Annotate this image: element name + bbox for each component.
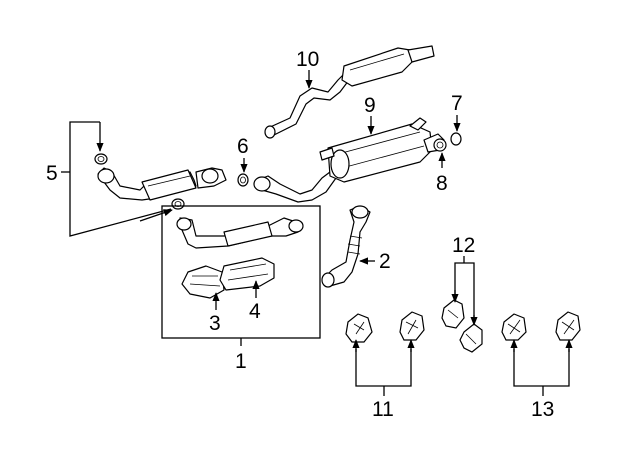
callout-9: 9: [364, 94, 376, 117]
part-1-pipe: [176, 217, 304, 249]
part-3-converter: [181, 265, 225, 299]
callout-3: 3: [209, 312, 221, 335]
part-10-tail-pipe: [264, 45, 435, 139]
callout-13: 13: [531, 398, 554, 421]
callout-1: 1: [235, 350, 247, 373]
part-8-clamp: [433, 138, 447, 152]
callout-8: 8: [436, 172, 448, 195]
callout-7: 7: [451, 92, 463, 115]
callout-6: 6: [237, 135, 249, 158]
callout-2: 2: [379, 250, 391, 273]
part-13-hangers: [501, 311, 581, 341]
part-6-gasket: [237, 173, 249, 187]
part-7-gasket: [450, 132, 462, 146]
callout-5: 5: [46, 162, 58, 185]
part-4-converter: [219, 257, 275, 291]
callout-11: 11: [372, 398, 394, 421]
callout-12: 12: [452, 234, 475, 257]
callout-10: 10: [296, 48, 319, 71]
part-2-flex-pipe: [321, 205, 371, 288]
callout-labels: 10 9 7 8 6 5 2 3 4 1 11 12 13: [46, 48, 554, 421]
leader-lines: [61, 70, 573, 396]
part-12-hangers: [441, 299, 483, 353]
callout-4: 4: [249, 300, 261, 323]
part-11-hangers: [345, 311, 425, 343]
part-9-muffler: [253, 117, 445, 203]
part-5-front-pipe: [94, 153, 227, 210]
